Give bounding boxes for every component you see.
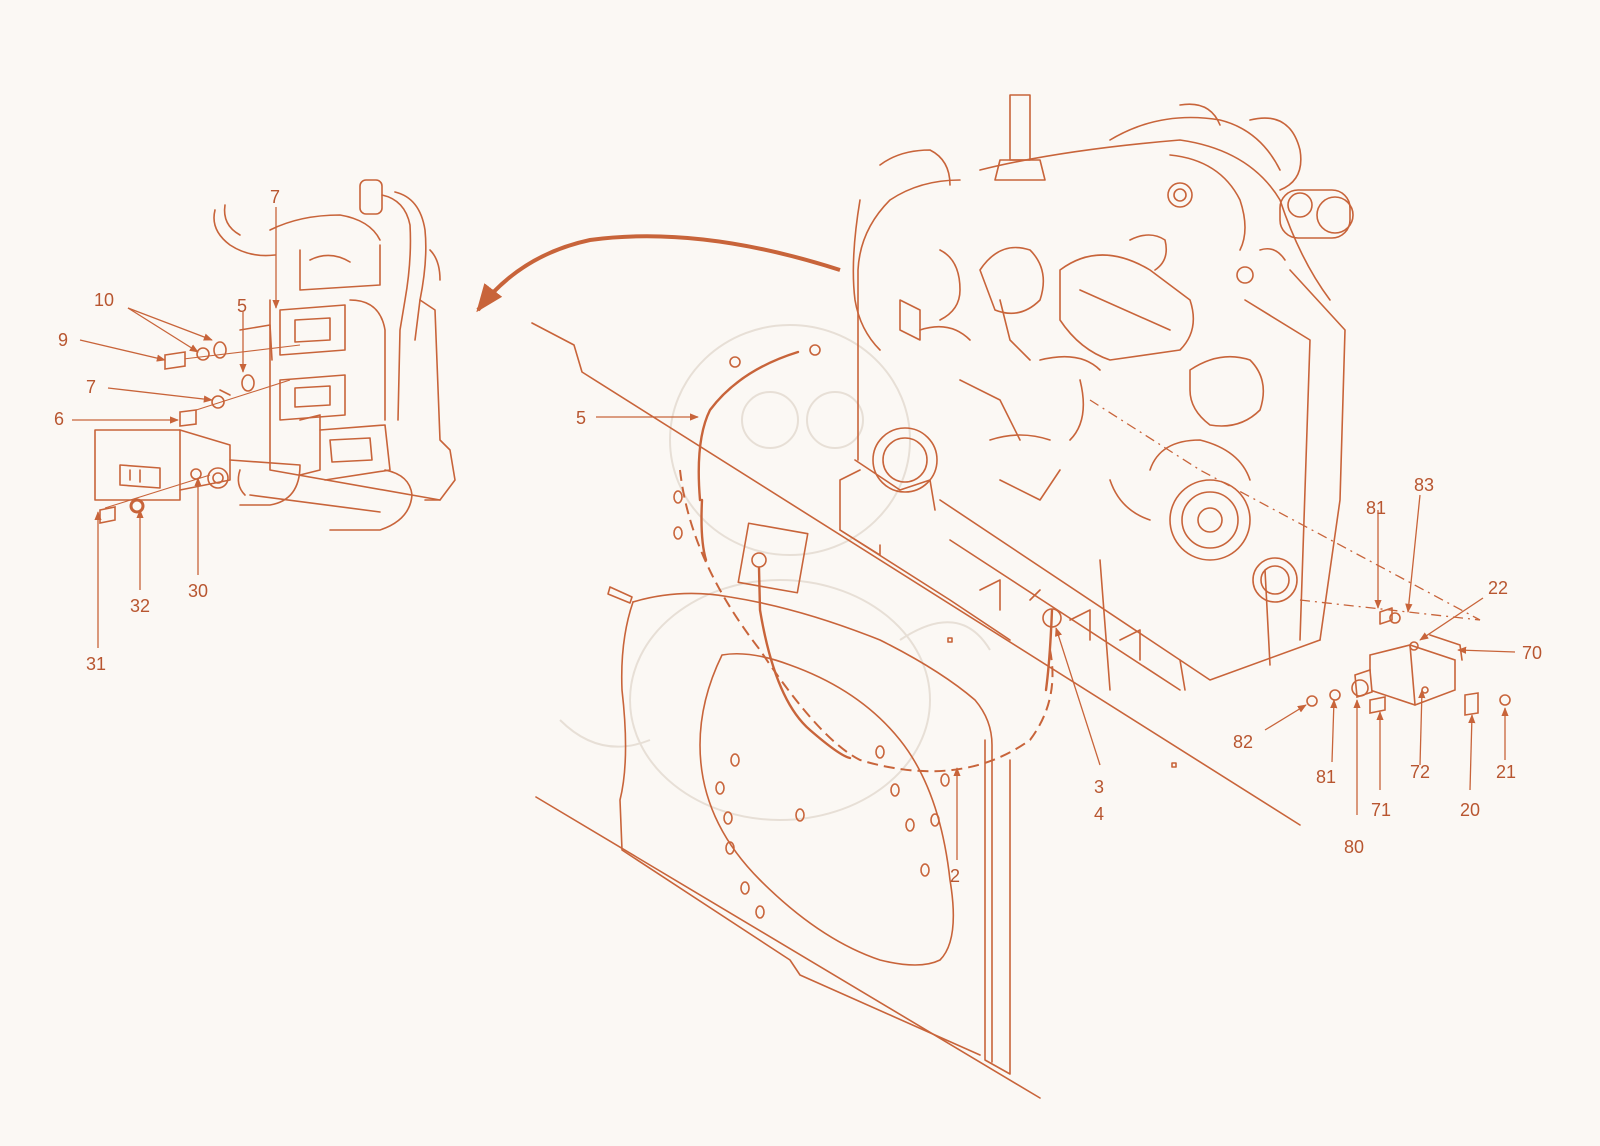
callout-83: 83 (1414, 475, 1434, 495)
watermark-mascot (559, 324, 991, 821)
callout-7b: 7 (86, 377, 96, 397)
callout-30: 30 (188, 581, 208, 601)
detail-arrow (476, 234, 841, 313)
callout-31: 31 (86, 654, 106, 674)
callout-32: 32 (130, 596, 150, 616)
callout-5b: 5 (576, 408, 586, 428)
callout-81a: 81 (1366, 498, 1386, 518)
callout-72: 72 (1410, 762, 1430, 782)
callout-22: 22 (1488, 578, 1508, 598)
callout-21: 21 (1496, 762, 1516, 782)
callout-82: 82 (1233, 732, 1253, 752)
ground-strap (697, 344, 1062, 760)
flywheel-housing-plate (531, 322, 1301, 1099)
callout-4: 4 (1094, 804, 1104, 824)
callout-3: 3 (1094, 777, 1104, 797)
callout-labels: 10 9 7 5 7 6 31 32 30 5 3 4 2 81 83 22 7… (54, 187, 1542, 886)
callout-9: 9 (58, 330, 68, 350)
callout-81b: 81 (1316, 767, 1336, 787)
detail-view-assembly (94, 179, 456, 531)
callout-5a: 5 (237, 296, 247, 316)
callout-70: 70 (1522, 643, 1542, 663)
leader-lines (72, 207, 1516, 860)
callout-7a: 7 (270, 187, 280, 207)
housing-bolt-holes (673, 490, 1177, 919)
callout-71: 71 (1371, 800, 1391, 820)
detail-fasteners (99, 341, 255, 524)
callout-80: 80 (1344, 837, 1364, 857)
callout-2: 2 (950, 866, 960, 886)
callout-20: 20 (1460, 800, 1480, 820)
engine-assembly (839, 94, 1481, 691)
callout-10: 10 (94, 290, 114, 310)
bracket-assembly (1306, 607, 1511, 716)
callout-6: 6 (54, 409, 64, 429)
